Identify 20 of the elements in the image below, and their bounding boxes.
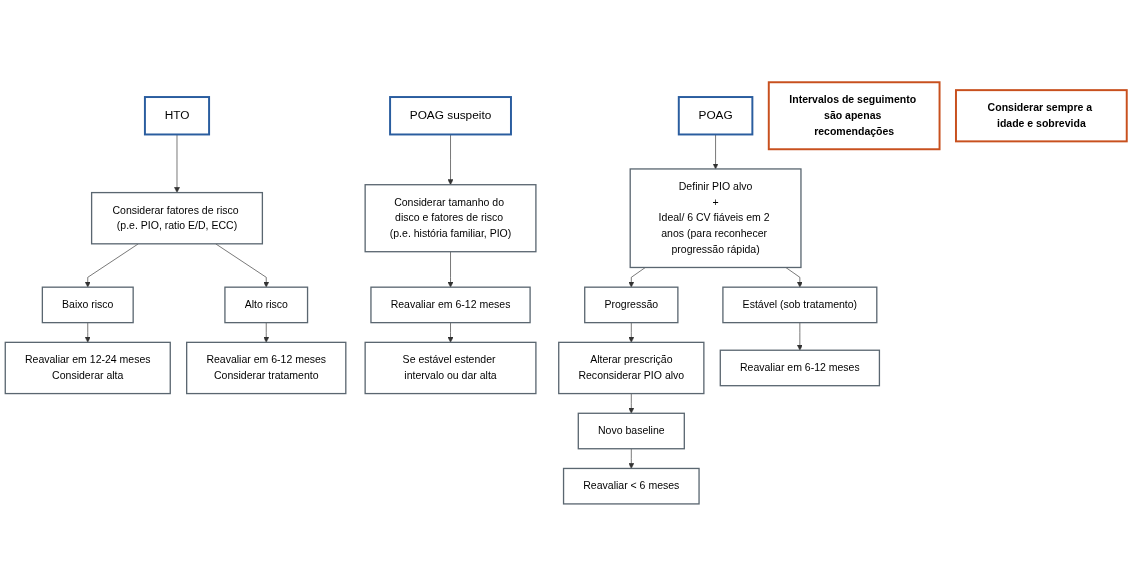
node-box: POAG <box>677 96 754 136</box>
node-box: HTO <box>143 96 211 136</box>
node-box: Alterar prescrição Reconsiderar PIO alvo <box>558 342 705 395</box>
node-box: Novo baseline <box>577 413 685 450</box>
node-box: Estável (sob tratamento) <box>722 286 878 324</box>
node-box: Definir PIO alvo + Ideal/ 6 CV fiáveis em 2 anos (para reconhecer progressão rápida) <box>629 168 802 269</box>
node-box: Intervalos de seguimento são apenas recomendações <box>767 81 941 151</box>
node-box: Reavaliar em 6-12 meses <box>370 286 531 324</box>
node-box: Alto risco <box>224 286 309 324</box>
node-box: Reavaliar < 6 meses <box>562 468 700 505</box>
node-box: Progressão <box>584 286 679 324</box>
node-box: POAG suspeito <box>389 96 512 136</box>
node-box: Se estável estender intervalo ou dar alta <box>364 342 537 395</box>
node-box: Reavaliar em 6-12 meses Considerar tratamento <box>186 342 347 395</box>
node-box: Considerar tamanho do disco e fatores de risco (p.e. história familiar, PIO) <box>364 184 537 253</box>
node-box: Reavaliar em 12-24 meses Considerar alta <box>4 342 171 395</box>
node-box: Reavaliar em 6-12 meses <box>719 349 881 387</box>
node-box: Considerar fatores de risco (p.e. PIO, ratio E/D, ECC) <box>90 192 264 245</box>
node-box: Baixo risco <box>41 286 134 324</box>
node-box: Considerar sempre a idade e sobrevida <box>955 89 1128 143</box>
